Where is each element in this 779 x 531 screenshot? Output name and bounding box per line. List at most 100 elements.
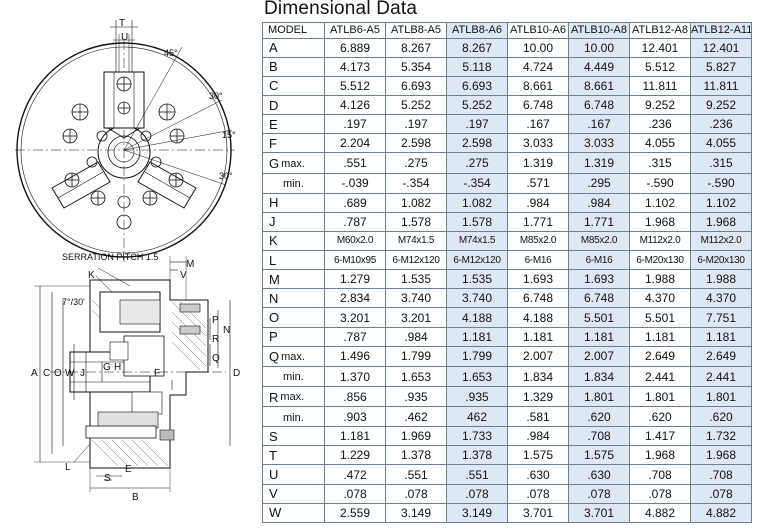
table-cell: 3.740 <box>385 288 447 309</box>
table-cell: 8.661 <box>568 75 630 96</box>
table-cell: M74x1.5 <box>446 230 508 252</box>
table-cell: .197 <box>324 114 386 135</box>
table-cell: .236 <box>690 114 752 135</box>
table-cell: .984 <box>507 192 569 213</box>
table-cell: .551 <box>385 464 447 485</box>
table-cell: .167 <box>568 114 630 135</box>
table-cell: .078 <box>629 483 691 504</box>
table-cell: .620 <box>629 406 691 428</box>
table-cell: 11.811 <box>629 75 691 96</box>
table-cell: 5.354 <box>385 56 447 77</box>
table-cell: 1.771 <box>568 211 630 232</box>
table-cell: 6-M20x130 <box>690 250 752 271</box>
table-cell: 11.811 <box>690 75 752 96</box>
table-cell: .078 <box>385 483 447 504</box>
row-label: N <box>262 288 325 309</box>
table-cell: 1.801 <box>568 385 630 408</box>
table-cell: 6.748 <box>568 288 630 309</box>
table-cell: 1.799 <box>446 345 508 368</box>
row-label: D <box>262 94 325 116</box>
table-cell: 1.834 <box>568 366 630 387</box>
dim-label-n: N <box>223 325 230 336</box>
section-view <box>34 256 231 492</box>
table-cell: -.590 <box>629 172 691 194</box>
table-cell: 2.007 <box>507 345 569 368</box>
table-cell: .197 <box>446 114 508 135</box>
angle-label-30-top: 30° <box>209 91 223 101</box>
row-label: J <box>262 211 325 232</box>
table-cell: 1.968 <box>629 445 691 466</box>
table-cell: 2.649 <box>690 345 752 368</box>
table-cell: 2.834 <box>324 288 386 309</box>
table-cell: .630 <box>568 464 630 485</box>
row-letter: R <box>269 389 279 405</box>
model-column-header: ATLB12-A8 <box>629 22 691 39</box>
table-cell: 1.653 <box>446 366 508 387</box>
row-label: T <box>262 445 325 466</box>
table-cell: 1.229 <box>324 445 386 466</box>
row-letter: G <box>269 156 280 172</box>
table-cell: 4.449 <box>568 56 630 77</box>
table-cell: .571 <box>507 172 569 194</box>
table-cell: .472 <box>324 464 386 485</box>
table-cell: 6-M12x120 <box>446 250 508 271</box>
model-header: MODEL <box>262 22 325 39</box>
dim-label-c: C <box>43 368 50 379</box>
table-cell: .689 <box>324 192 386 213</box>
table-cell: .275 <box>385 152 447 174</box>
model-column-header: ATLB8-A5 <box>385 22 447 39</box>
table-cell: 1.329 <box>507 385 569 408</box>
table-cell: 1.771 <box>507 211 569 232</box>
row-label: H <box>262 192 325 213</box>
table-cell: 5.501 <box>629 307 691 328</box>
table-cell: 1.082 <box>446 192 508 213</box>
dim-label-w: W <box>65 368 75 379</box>
page-title: Dimensional Data <box>264 0 418 19</box>
table-cell: 1.370 <box>324 366 386 387</box>
dim-label-o: O <box>54 368 62 379</box>
dim-label-v: V <box>180 270 187 281</box>
model-column-header: ATLB10-A6 <box>507 22 569 39</box>
table-cell: 5.252 <box>385 94 447 116</box>
table-cell: 1.968 <box>629 211 691 232</box>
table-cell: 8.267 <box>446 37 508 58</box>
table-cell: 1.693 <box>507 269 569 290</box>
table-cell: .315 <box>690 152 752 174</box>
dim-label-t: T <box>119 18 125 29</box>
table-cell: 12.401 <box>690 37 752 58</box>
dim-label-u: U <box>121 32 128 43</box>
row-letter: Q <box>269 349 280 365</box>
table-cell: 1.575 <box>568 445 630 466</box>
dim-label-m: M <box>186 259 194 270</box>
table-cell: .462 <box>385 406 447 428</box>
row-sublabel: min. <box>283 177 304 190</box>
dim-label-h: H <box>114 362 121 373</box>
table-cell: 1.181 <box>507 326 569 347</box>
row-label: B <box>262 56 325 77</box>
table-cell: M112x2.0 <box>629 230 691 252</box>
table-cell: 1.969 <box>385 426 447 447</box>
table-cell: 4.173 <box>324 56 386 77</box>
table-cell: 1.732 <box>690 426 752 447</box>
table-cell: .197 <box>385 114 447 135</box>
table-cell: 1.968 <box>690 445 752 466</box>
dim-label-s: S <box>104 473 111 484</box>
row-sublabel: max. <box>281 157 305 170</box>
table-cell: .078 <box>690 483 752 504</box>
table-cell: 4.370 <box>690 288 752 309</box>
table-cell: .295 <box>568 172 630 194</box>
table-cell: .551 <box>324 152 386 174</box>
table-cell: 6.693 <box>446 75 508 96</box>
